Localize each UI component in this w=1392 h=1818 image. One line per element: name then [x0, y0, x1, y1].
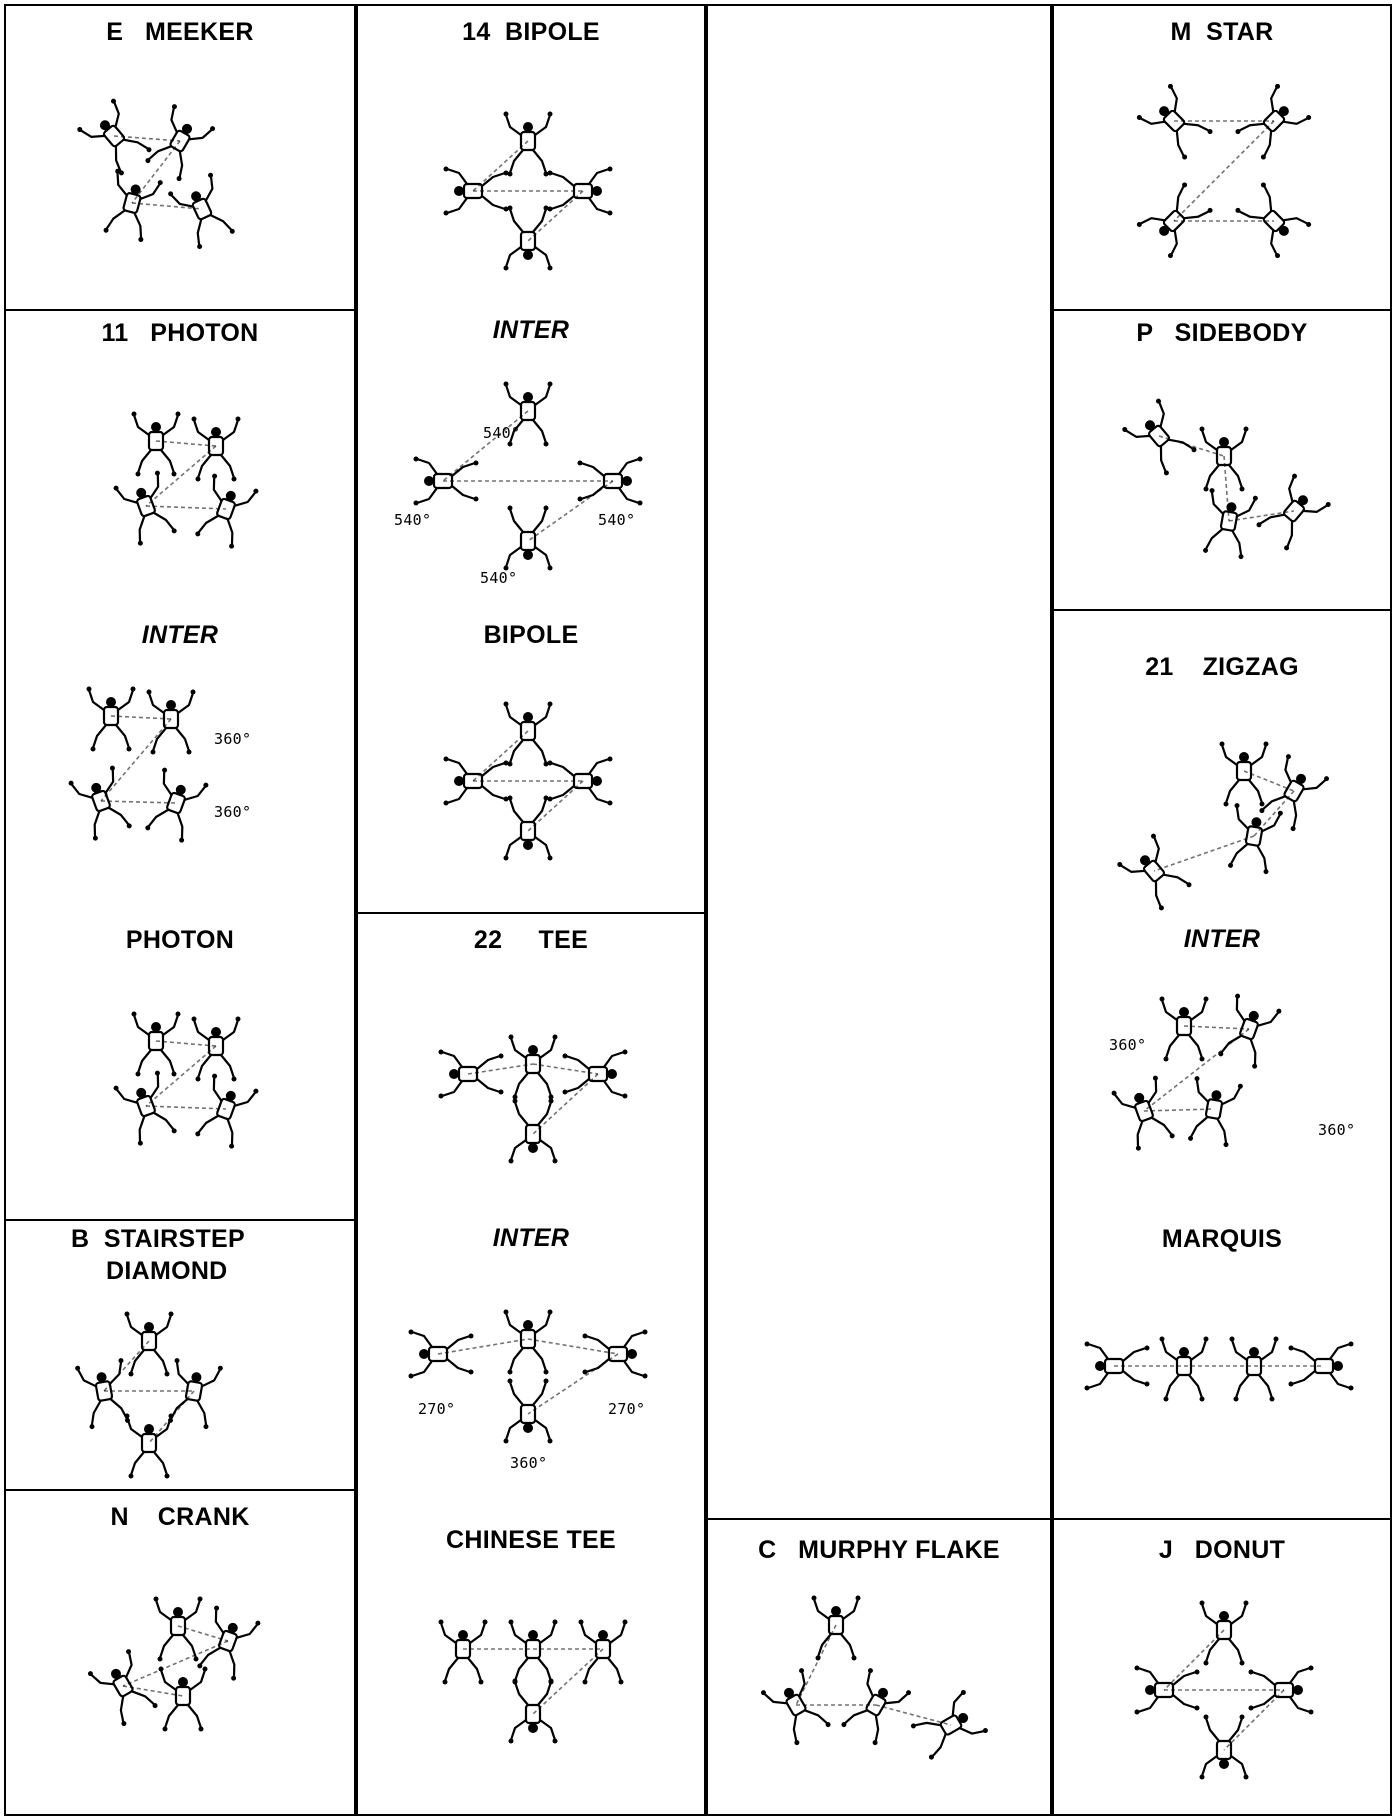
formation-zigzag-inter-diagram [1104, 981, 1334, 1161]
label-photon-inter: INTER [141, 621, 219, 649]
label-b-diamond: DIAMOND [106, 1257, 228, 1285]
cell-n-crank: N CRANK [4, 1489, 356, 1816]
formation-sketch-svg [443, 111, 613, 271]
label-j-donut: J DONUT [1158, 1536, 1286, 1564]
label-22-tee: 22 TEE [473, 926, 589, 954]
formation-tee-inter-diagram [398, 1284, 658, 1474]
rotation-bipole-right: 540° [598, 511, 636, 529]
label-bipole: BIPOLE [483, 621, 579, 649]
label-14-bipole: 14 BIPOLE [462, 18, 600, 46]
formation-bipole-inter-diagram [398, 366, 658, 586]
formation-sketch-svg [1134, 1600, 1314, 1780]
formation-21-zigzag-diagram [1104, 731, 1344, 911]
formation-sketch-svg [87, 1596, 261, 1732]
rotation-tee-right: 270° [608, 1400, 646, 1418]
formation-sketch-svg [1117, 741, 1330, 911]
cell-m-star: M STAR [1052, 4, 1392, 311]
cell-22-tee: 22 TEE INTER 270° 270° 360° CHINESE TEE [356, 912, 706, 1816]
cell-11-photon: 11 PHOTON INTER 360° 360° PHOTON [4, 309, 356, 1221]
formation-c-murphy-flake-diagram [746, 1590, 1016, 1765]
formation-sketch-svg [413, 381, 643, 571]
label-c-murphy-flake: C MURPHY FLAKE [758, 1536, 1000, 1564]
rotation-photon-top: 360° [214, 730, 252, 748]
formation-sketch-svg [1122, 398, 1331, 560]
rotation-photon-bottom: 360° [214, 803, 252, 821]
formation-photon-inter-diagram [56, 681, 276, 851]
rotation-bipole-bottom: 540° [480, 569, 518, 587]
formation-sketch-svg [1111, 993, 1282, 1151]
formation-chinese-tee-diagram [418, 1594, 648, 1754]
formation-sketch-svg [1084, 1336, 1354, 1402]
label-b-stairstep: B STAIRSTEP [71, 1225, 245, 1253]
formation-bipole-diagram [428, 696, 628, 866]
formation-sketch-svg [408, 1309, 648, 1444]
formation-j-donut-diagram [1124, 1600, 1324, 1780]
label-e-meeker: E MEEKER [106, 18, 254, 46]
formation-sketch-svg [68, 686, 209, 843]
rotation-bipole-left: 540° [394, 511, 432, 529]
cell-c-murphy-flake: C MURPHY FLAKE [706, 1518, 1052, 1816]
formation-photon-diagram [86, 1001, 286, 1161]
cell-p-sidebody: P SIDEBODY [1052, 309, 1392, 611]
label-chinese-tee: CHINESE TEE [446, 1526, 616, 1554]
label-zigzag-inter: INTER [1183, 925, 1261, 953]
rotation-bipole-top: 540° [483, 424, 521, 442]
label-21-zigzag: 21 ZIGZAG [1145, 653, 1299, 681]
label-marquis: MARQUIS [1161, 1225, 1283, 1253]
formation-sketch-svg [443, 701, 613, 861]
formation-e-meeker-diagram [52, 91, 252, 251]
cell-j-donut: J DONUT [1052, 1518, 1392, 1816]
formation-14-bipole-diagram [428, 106, 628, 271]
formation-11-photon-diagram [86, 401, 286, 551]
label-tee-inter: INTER [492, 1224, 570, 1252]
cell-e-meeker: E MEEKER [4, 4, 356, 311]
formation-sketch-svg [77, 98, 235, 250]
rotation-tee-center: 360° [510, 1454, 548, 1472]
formation-p-sidebody-diagram [1114, 391, 1344, 566]
label-m-star: M STAR [1170, 18, 1274, 46]
cell-b-stairstep-diamond: B STAIRSTEP DIAMOND [4, 1219, 356, 1491]
formation-sketch-svg [1136, 83, 1312, 259]
rotation-zigzag-top: 360° [1109, 1036, 1147, 1054]
label-n-crank: N CRANK [110, 1503, 250, 1531]
formation-b-stairstep-diamond-diagram [74, 1311, 224, 1479]
formation-sketch-svg [75, 1311, 223, 1479]
formation-n-crank-diagram [78, 1576, 278, 1736]
formation-sketch-svg [438, 1619, 628, 1744]
rotation-tee-left: 270° [418, 1400, 456, 1418]
formation-22-tee-diagram [428, 1009, 638, 1169]
cell-empty [706, 4, 1052, 1520]
formation-m-star-diagram [1134, 81, 1314, 261]
formation-sketch-svg [760, 1595, 988, 1760]
cell-14-bipole: 14 BIPOLE INTER 540° 540° 540° 540° BIPO… [356, 4, 706, 914]
label-photon: PHOTON [125, 926, 235, 954]
rotation-zigzag-bottom: 360° [1318, 1121, 1356, 1139]
formation-sketch-svg [113, 1011, 259, 1149]
label-bipole-inter: INTER [492, 316, 570, 344]
label-11-photon: 11 PHOTON [101, 319, 259, 347]
label-p-sidebody: P SIDEBODY [1136, 319, 1308, 347]
formation-sketch-svg [438, 1034, 628, 1164]
formation-marquis-diagram [1074, 1311, 1374, 1421]
formation-sketch-svg [113, 411, 259, 549]
